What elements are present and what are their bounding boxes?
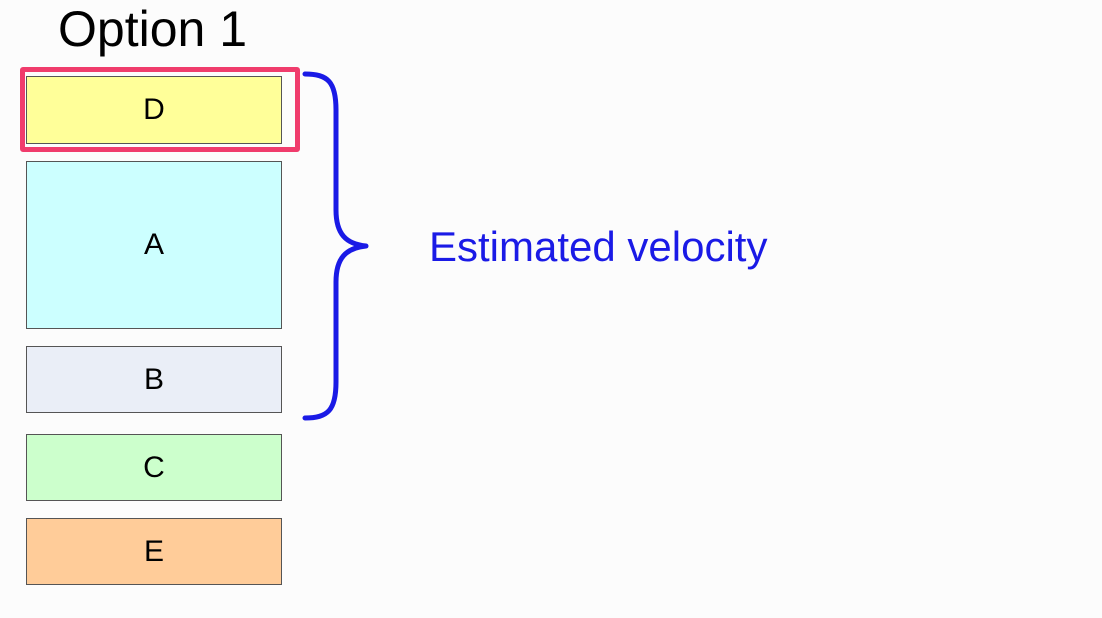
box-a-label: A xyxy=(143,228,164,261)
box-e: E xyxy=(26,518,282,585)
box-a: A xyxy=(26,161,282,329)
box-c: C xyxy=(26,434,282,501)
box-c-label: C xyxy=(143,450,165,484)
box-d-label: D xyxy=(143,93,165,126)
brace-label: Estimated velocity xyxy=(429,223,768,270)
slide-title: Option 1 xyxy=(58,1,248,57)
curly-brace-icon xyxy=(302,71,369,421)
box-e-label: E xyxy=(143,534,164,568)
highlight-outline xyxy=(20,67,300,152)
box-d: D xyxy=(26,76,282,144)
box-b-label: B xyxy=(143,362,164,396)
box-b: B xyxy=(26,346,282,413)
